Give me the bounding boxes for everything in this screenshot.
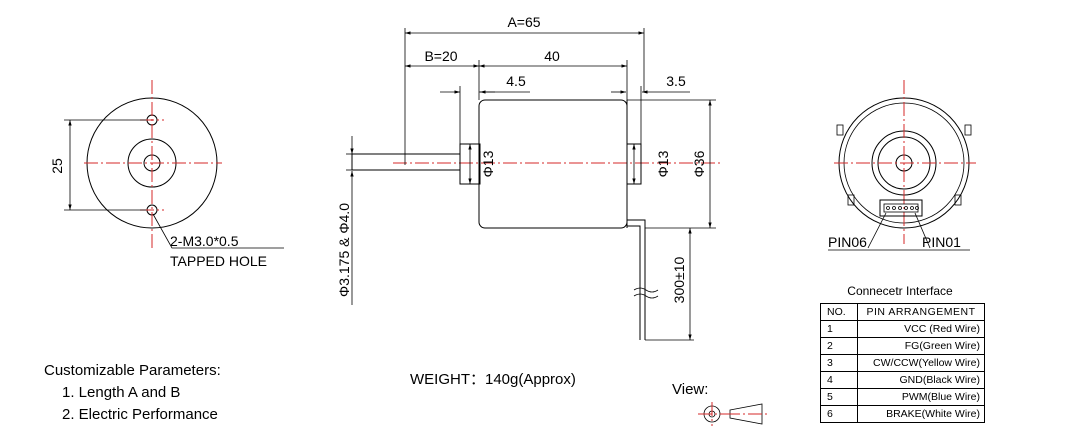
- dim-shaft-label: Φ3.175 & Φ4.0: [336, 203, 352, 297]
- projection-symbol: [698, 402, 768, 426]
- customizable-notes: Customizable Parameters: 1. Length A and…: [44, 360, 221, 426]
- pin-table: NO. PIN ARRANGEMENT 1 VCC (Red Wire) 2 F…: [820, 303, 985, 423]
- view-label: View:: [672, 381, 709, 398]
- pin-no: 1: [820, 320, 858, 338]
- pin01-label: PIN01: [922, 234, 961, 250]
- tapped-hole-label-2: TAPPED HOLE: [170, 253, 267, 269]
- pin-name: VCC (Red Wire): [857, 320, 985, 338]
- pin-name: GND(Black Wire): [857, 371, 985, 389]
- dim-d36-label: Φ36: [691, 150, 707, 177]
- pin-no: 4: [820, 371, 858, 389]
- dim-A-label: A=65: [507, 14, 540, 30]
- dim-4-5-label: 4.5: [506, 73, 526, 89]
- pin-no: 3: [820, 354, 858, 372]
- notes-item-2: 2. Electric Performance: [62, 406, 218, 423]
- table-row: 6 BRAKE(White Wire): [820, 405, 985, 423]
- pin-no: 2: [820, 337, 858, 355]
- pin-name: PWM(Blue Wire): [857, 388, 985, 406]
- pin06-label: PIN06: [828, 234, 867, 250]
- pin-table-header: NO. PIN ARRANGEMENT: [820, 303, 985, 321]
- weight-label: WEIGHT：140g(Approx): [410, 371, 576, 388]
- table-row: 3 CW/CCW(Yellow Wire): [820, 354, 985, 372]
- table-row: 5 PWM(Blue Wire): [820, 388, 985, 406]
- dim-3-5-label: 3.5: [666, 73, 686, 89]
- pin-no: 6: [820, 405, 858, 423]
- header-pin: PIN ARRANGEMENT: [857, 303, 985, 321]
- dim-40-label: 40: [544, 48, 560, 64]
- notes-item-1: 1. Length A and B: [62, 384, 181, 401]
- header-no: NO.: [820, 303, 858, 321]
- front-view: 25 2-M3.0*0.5 TAPPED HOLE: [49, 80, 284, 269]
- table-row: 4 GND(Black Wire): [820, 371, 985, 389]
- pin-no: 5: [820, 388, 858, 406]
- table-row: 1 VCC (Red Wire): [820, 320, 985, 338]
- dim-d13-right-label: Φ13: [655, 150, 671, 177]
- table-row: 2 FG(Green Wire): [820, 337, 985, 355]
- pin-name: FG(Green Wire): [857, 337, 985, 355]
- dim-lead-label: 300±10: [671, 256, 687, 303]
- dim-25-label: 25: [49, 158, 65, 174]
- dim-B-label: B=20: [424, 48, 457, 64]
- side-view: A=65 B=20 40 4.5 3.5 Φ3.175 & Φ4.0 Φ13 Φ…: [336, 14, 720, 341]
- notes-title: Customizable Parameters:: [44, 362, 221, 379]
- connector-title: Connecetr Interface: [847, 284, 953, 298]
- tapped-hole-label: 2-M3.0*0.5: [170, 233, 239, 249]
- rear-view: PIN06 PIN01: [828, 80, 976, 251]
- pin-name: CW/CCW(Yellow Wire): [857, 354, 985, 372]
- dim-d13-left-label: Φ13: [480, 150, 496, 177]
- pin-name: BRAKE(White Wire): [857, 405, 985, 423]
